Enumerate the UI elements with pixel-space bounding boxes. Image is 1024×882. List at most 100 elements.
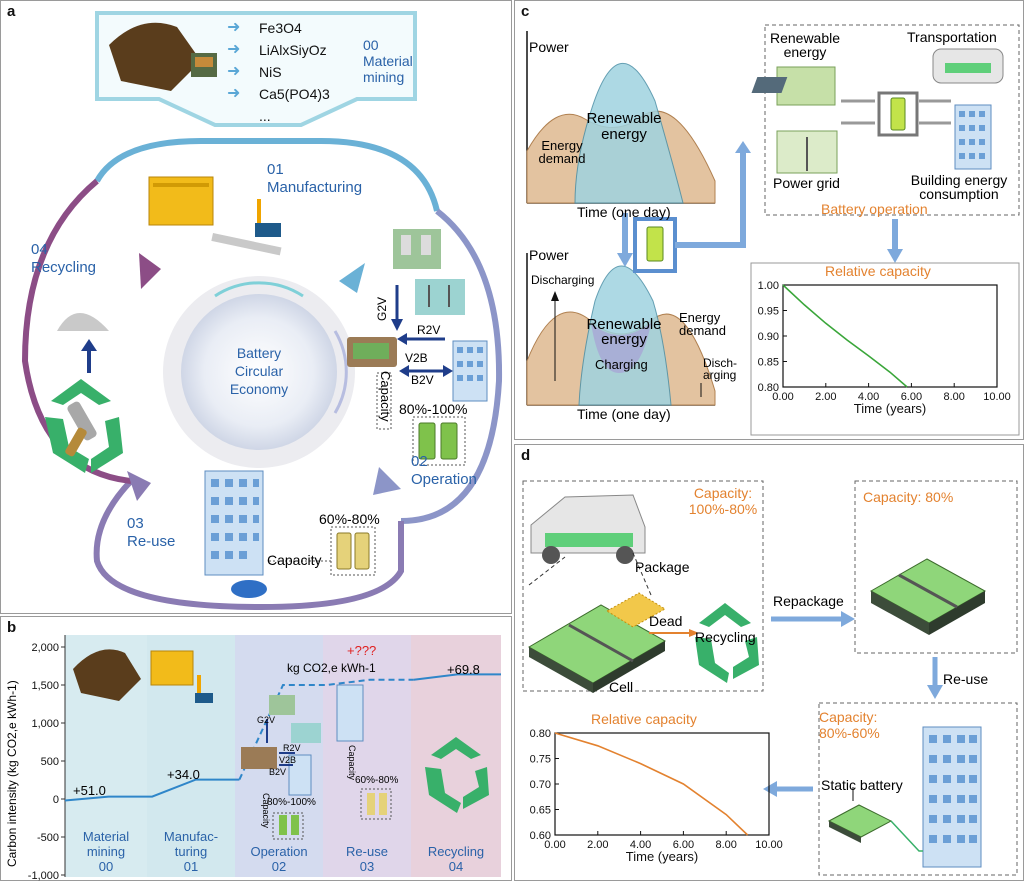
demand-bottom-line1: Energy [679, 310, 721, 325]
operation-label: 02 Operation [411, 453, 477, 489]
recycle-symbol-icon-b [425, 737, 489, 813]
energy-demand-label-top: Energy demand [537, 139, 587, 165]
c-chart-xtick-label: 10.00 [983, 391, 1011, 403]
reuse-building-icon-b [336, 684, 364, 742]
b-ytick-label: 1,500 [31, 680, 59, 692]
substation-icon [415, 279, 465, 315]
static-battery-icon [827, 804, 893, 843]
renewable-area-top [574, 63, 684, 204]
reuse-text: Re-use [127, 533, 176, 550]
c-chart-series-line [782, 284, 908, 388]
d-chart-xtick-label: 10.00 [755, 839, 783, 851]
time-label-bottom: Time (one day) [577, 406, 671, 422]
b-ytick-label: 1,000 [31, 718, 59, 730]
reuse-arc [93, 478, 404, 611]
manufacturing-arrowhead [339, 263, 365, 293]
operation-num: 02 [411, 453, 428, 470]
c-chart-xtick-label: 8.00 [943, 391, 964, 403]
manufacturing-arc [94, 138, 440, 212]
capacity-op-value: 80%-100% [399, 401, 468, 417]
renewable-top-line2: energy [601, 126, 647, 143]
charging-area [591, 323, 651, 373]
center-line1: Battery [236, 345, 282, 361]
d-chart-ytick-label: 0.75 [530, 754, 551, 766]
factory-icon-b [150, 650, 194, 686]
center-label: Battery Circular Economy [209, 344, 309, 398]
transportation-label: Transportation [907, 29, 997, 45]
renewable-bottom-line1: Renewable [586, 316, 662, 333]
c-chart-ytick-label: 0.85 [758, 357, 779, 369]
material-mining-label: 00 Material mining [363, 37, 413, 85]
robot-arm-icon [257, 199, 261, 233]
stage-01: Manufac- turing 01 [147, 829, 235, 874]
recycle-symbol-icon [45, 379, 123, 473]
c-chart-ytick-label: 0.80 [758, 382, 779, 394]
capacity-1-line1: Capacity: [693, 485, 753, 501]
stage-00-num: 00 [98, 859, 114, 874]
capacity-label-b2: Capacity [347, 745, 357, 781]
unknown-label: +??? [347, 643, 377, 658]
material-mining-line1: Material [363, 53, 413, 69]
r2v-label: R2V [417, 323, 441, 337]
circular-economy-diagram [21, 11, 503, 611]
b2v-label-b: B2V [269, 767, 287, 777]
panel-label-c: c [521, 3, 530, 20]
capacity-label-2: Capacity: 80% [863, 489, 954, 505]
recycling-label: 04 Recycling [31, 241, 96, 277]
repackage-label: Repackage [773, 593, 844, 609]
annotation-manufacturing: +34.0 [167, 767, 200, 782]
reuse-arrowhead [127, 471, 151, 501]
power-grid-label: Power grid [773, 175, 840, 191]
building-icon-b [288, 754, 312, 796]
d-chart-ytick-label: 0.60 [530, 830, 551, 842]
dead-label: Dead [649, 613, 683, 629]
capacity-label-b1: Capacity [261, 793, 271, 829]
mineral-5: ... [259, 108, 271, 124]
stage-00-name: Material [82, 829, 130, 844]
capacity-label-1: Capacity: 100%-80% [683, 485, 763, 517]
stage-01-name: Manufac- [163, 829, 219, 844]
mine-pile-icon-b [73, 649, 141, 701]
stage-03-name: Re-use [346, 844, 388, 859]
package-label: Package [635, 559, 690, 575]
manufacturing-label: 01 Manufacturing [267, 161, 362, 197]
panel-d: d [514, 444, 1024, 881]
b-ytick-label: -500 [37, 832, 59, 844]
v2b-label-b: V2B [279, 755, 297, 765]
renewable-energy-icon [776, 66, 836, 106]
disch-line2: arging [703, 368, 737, 382]
stage-02: Operation 02 [235, 844, 323, 874]
d-chart-xlabel: Time (years) [626, 849, 698, 864]
annotation-recycling: +69.8 [447, 662, 480, 677]
d-chart-xtick-label: 8.00 [715, 839, 736, 851]
energy-demand-label-bottom: Energy demand [679, 311, 726, 337]
manufacturing-text: Manufacturing [267, 179, 363, 196]
power-label-bottom: Power [529, 247, 569, 263]
b-ytick-label: 2,000 [31, 642, 59, 654]
renewable-energy-label: Renewable energy [765, 31, 845, 59]
c-chart-xtick-label: 0.00 [772, 391, 793, 403]
car-icon [231, 580, 267, 598]
material-mining-line2: mining [363, 69, 405, 85]
stage-01-num: 01 [183, 859, 199, 874]
reuse-label: 03 Re-use [127, 515, 175, 551]
relative-capacity-title-d: Relative capacity [591, 711, 697, 727]
capacity-label-reuse: Capacity [267, 552, 322, 568]
mineral-2: LiAlxSiyOz [259, 42, 327, 58]
relative-capacity-title-c: Relative capacity [825, 263, 931, 279]
reuse-label-d: Re-use [943, 671, 989, 687]
ren-energy-line1: Renewable [769, 30, 841, 46]
reuse-num: 03 [127, 515, 144, 532]
static-battery-label: Static battery [821, 777, 903, 793]
carbon-line-solid-end [413, 673, 501, 681]
power-plant-icon [393, 229, 441, 269]
stage-01-name2: turing [174, 844, 208, 859]
demand-top-line2: demand [538, 151, 586, 166]
capacity-label-3: Capacity: 80%-60% [819, 709, 880, 741]
battery-icons-op [418, 422, 458, 460]
